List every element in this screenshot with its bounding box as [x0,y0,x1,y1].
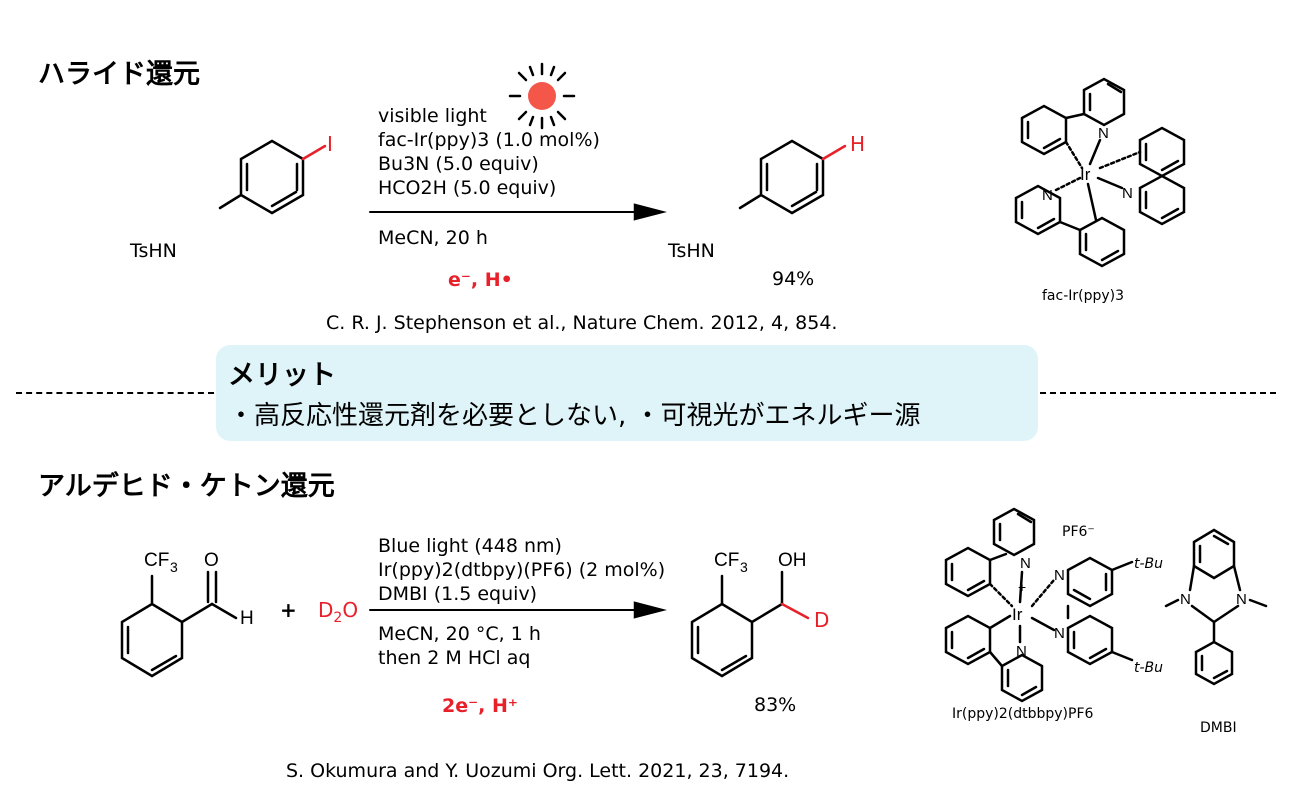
substrate-aryl-iodide [218,139,327,215]
counterion-pf6: PF6⁻ [1062,524,1095,540]
reagent-d2o: D2O [318,598,359,626]
solvent-1: MeCN, 20 h [378,227,488,249]
product-hydrogen: H [850,132,866,156]
condition-amine: Bu3N (5.0 equiv) [378,153,539,175]
condition-light: visible light [378,105,487,127]
yield-1: 94% [772,268,815,290]
svg-text:OH: OH [778,550,807,571]
dmbi-label: DMBI [1200,720,1237,736]
condition-light-2: Blue light (448 nm) [378,535,562,557]
reaction-arrow-2 [369,601,667,619]
svg-text:H: H [240,608,254,629]
svg-text:N: N [1020,555,1031,572]
conditions-2: Blue light (448 nm) Ir(ppy)2(dtbpy)(PF6)… [378,534,665,606]
merit-body: ・高反応性還元剤を必要としない, ・可視光がエネルギー源 [228,401,921,431]
conditions-1: visible light fac-Ir(ppy)3 (1.0 mol%) Bu… [378,104,600,200]
condition-acid: HCO2H (5.0 equiv) [378,177,557,199]
process-1: e⁻, H• [448,269,513,291]
product-tshn: TsHN [668,240,715,262]
svg-text:N: N [1054,625,1065,642]
svg-text:N: N [1054,567,1065,584]
plus-sign: + [280,598,297,622]
svg-text:Ir: Ir [1012,605,1023,624]
section1-title: ハライド還元 [38,59,200,90]
svg-text:CF: CF [714,550,739,571]
catalyst-label-2: Ir(ppy)2(dtbbpy)PF6 [952,706,1094,722]
svg-text:N: N [1042,187,1053,204]
merit-box: メリット ・高反応性還元剤を必要としない, ・可視光がエネルギー源 [216,345,1038,441]
solvent-2-line1: MeCN, 20 °C, 1 h [378,623,541,645]
reference-2: S. Okumura and Y. Uozumi Org. Lett. 2021… [286,760,790,782]
yield-2: 83% [754,694,797,716]
condition-catalyst: fac-Ir(ppy)3 (1.0 mol%) [378,129,600,151]
svg-text:Ir: Ir [1080,165,1091,184]
tbu-lower: t-Bu [1134,660,1164,676]
svg-text:3: 3 [170,559,178,575]
substrate-iodine: I [327,132,333,156]
svg-text:N: N [1098,125,1109,142]
product-arene [738,139,847,215]
divider-left [16,392,214,394]
section2-title: アルデヒド・ケトン還元 [38,471,335,502]
divider-right [1040,392,1276,394]
process-2: 2e⁻, H⁺ [442,695,518,717]
solvent-2: MeCN, 20 °C, 1 h then 2 M HCl aq [378,622,541,670]
reaction-arrow-1 [369,203,667,221]
dmbi-structure: N N [1164,528,1268,686]
tbu-upper: t-Bu [1134,556,1164,572]
condition-dmbi: DMBI (1.5 equiv) [378,583,538,605]
svg-text:3: 3 [740,559,748,575]
svg-text:CF: CF [144,550,169,571]
substrate-tshn: TsHN [130,240,177,262]
product-deuterium: D [814,608,830,632]
merit-title: メリット [228,360,336,391]
svg-text:N: N [1016,643,1027,660]
svg-text:N: N [1122,185,1133,202]
reference-1: C. R. J. Stephenson et al., Nature Chem.… [326,312,838,334]
catalyst-fac-ir-ppy3: Ir N N N [1014,77,1186,268]
svg-text:N: N [1236,591,1247,608]
solvent-2-line2: then 2 M HCl aq [378,647,531,669]
svg-text:O: O [204,550,219,571]
sun-icon [508,62,576,130]
catalyst-label-1: fac-Ir(ppy)3 [1042,288,1125,304]
svg-text:N: N [1180,591,1191,608]
catalyst-ir-ppy2-dtbbpy: Ir + N N N N [944,507,1134,703]
condition-catalyst-2: Ir(ppy)2(dtbpy)(PF6) (2 mol%) [378,559,666,581]
